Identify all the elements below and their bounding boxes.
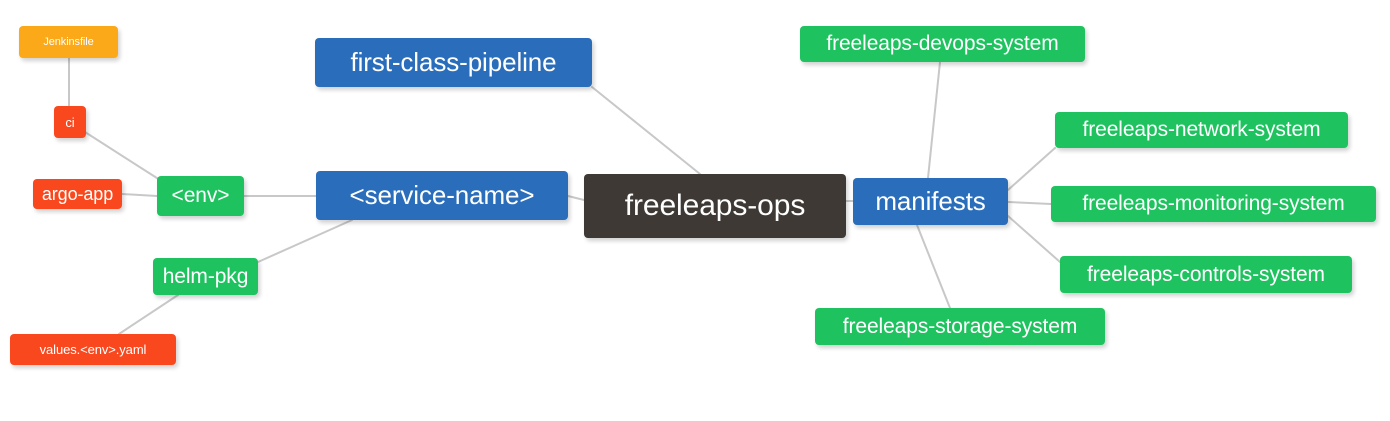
node-env[interactable]: <env> <box>157 176 244 216</box>
node-service-name[interactable]: <service-name> <box>316 171 568 220</box>
edge-first-class-pipeline-to-freeleaps-ops <box>591 86 701 175</box>
node-freeleaps-devops-system[interactable]: freeleaps-devops-system <box>800 26 1085 62</box>
node-manifests[interactable]: manifests <box>853 178 1008 225</box>
edge-service-name-to-freeleaps-ops <box>567 195 585 201</box>
edge-freeleaps-controls-system-to-manifests <box>1007 215 1061 263</box>
edge-freeleaps-storage-system-to-manifests <box>916 224 951 309</box>
edge-values-env-yaml-to-helm-pkg <box>118 294 179 335</box>
edge-ci-to-env <box>84 131 161 181</box>
node-freeleaps-network-system[interactable]: freeleaps-network-system <box>1055 112 1348 148</box>
node-freeleaps-controls-system[interactable]: freeleaps-controls-system <box>1060 256 1352 293</box>
edge-freeleaps-monitoring-system-to-manifests <box>1007 201 1052 205</box>
node-argo-app[interactable]: argo-app <box>33 179 122 209</box>
node-freeleaps-storage-system[interactable]: freeleaps-storage-system <box>815 308 1105 345</box>
edge-freeleaps-network-system-to-manifests <box>1007 147 1056 191</box>
node-freeleaps-monitoring-system[interactable]: freeleaps-monitoring-system <box>1051 186 1376 222</box>
edge-argo-app-to-env <box>121 193 158 197</box>
node-values-env-yaml[interactable]: values.<env>.yaml <box>10 334 176 365</box>
node-ci[interactable]: ci <box>54 106 86 138</box>
node-helm-pkg[interactable]: helm-pkg <box>153 258 258 295</box>
node-jenkinsfile[interactable]: Jenkinsfile <box>19 26 118 58</box>
edge-freeleaps-devops-system-to-manifests <box>927 61 941 179</box>
edge-helm-pkg-to-service-name <box>257 219 353 263</box>
node-freeleaps-ops[interactable]: freeleaps-ops <box>584 174 846 238</box>
node-first-class-pipeline[interactable]: first-class-pipeline <box>315 38 592 87</box>
